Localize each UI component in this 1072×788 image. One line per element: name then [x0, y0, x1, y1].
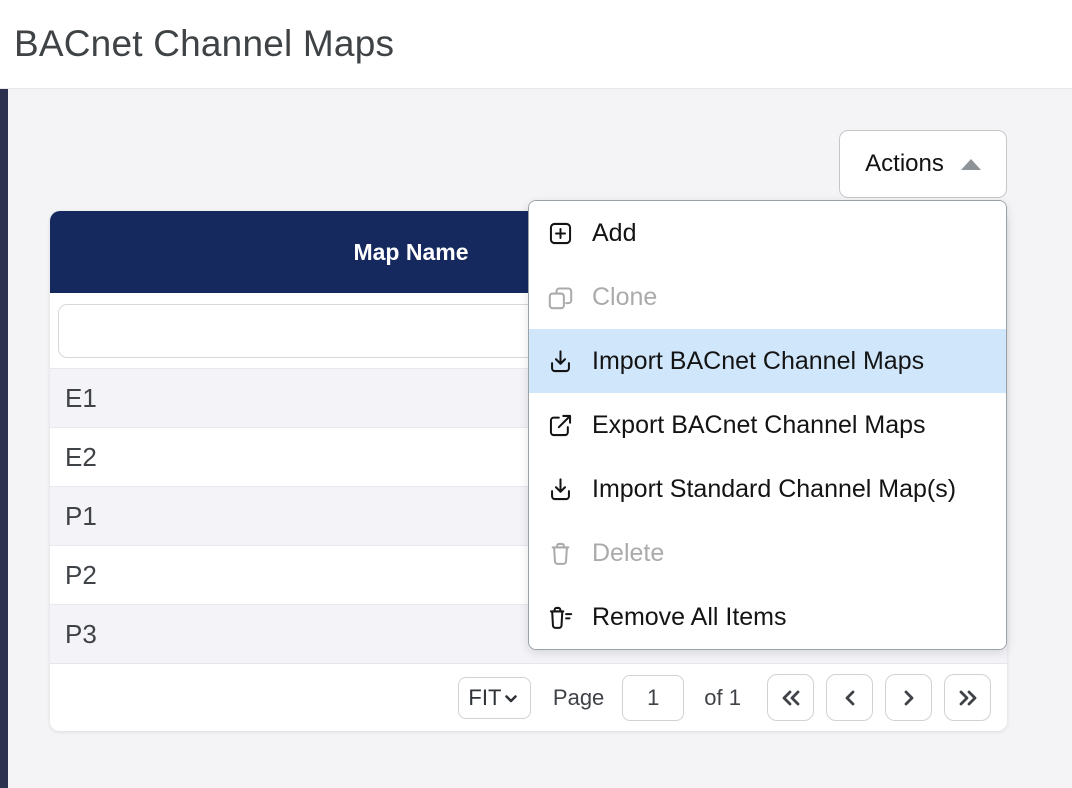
page-size-select[interactable]: FIT — [457, 676, 531, 719]
map-name-cell: E2 — [65, 441, 97, 472]
left-accent-bar — [0, 89, 8, 788]
export-icon — [549, 414, 572, 436]
menu-item-label: Clone — [592, 282, 658, 311]
page-title: BACnet Channel Maps — [14, 23, 395, 64]
trash-list-icon — [549, 606, 573, 629]
page-label: Page — [552, 684, 605, 710]
menu-item-label: Add — [592, 218, 637, 247]
trash-icon — [551, 542, 570, 565]
actions-menu: Add Clone Import BACnet Channel Maps Exp… — [528, 200, 1007, 650]
menu-item-remove-all-items[interactable]: Remove All Items — [529, 585, 1006, 649]
map-name-cell: P3 — [65, 618, 97, 649]
import-icon — [551, 477, 570, 500]
import-icon — [551, 349, 570, 372]
chevron-left-icon — [845, 690, 854, 705]
previous-page-button[interactable] — [826, 674, 873, 721]
menu-item-label: Delete — [592, 538, 665, 567]
map-name-cell: P2 — [65, 559, 97, 590]
actions-button-label: Actions — [865, 150, 944, 177]
menu-item-clone[interactable]: Clone — [529, 265, 1006, 329]
menu-item-label: Import BACnet Channel Maps — [592, 346, 925, 375]
menu-item-label: Import Standard Channel Map(s) — [592, 474, 957, 503]
next-page-button[interactable] — [885, 674, 932, 721]
chevron-down-icon — [505, 694, 518, 702]
top-bar: BACnet Channel Maps — [0, 0, 1072, 89]
page-number-input[interactable] — [622, 674, 685, 721]
copy-icon — [548, 286, 573, 309]
map-name-cell: P1 — [65, 500, 97, 531]
double-chevron-right-icon — [959, 690, 976, 705]
chevron-right-icon — [904, 690, 913, 705]
last-page-button[interactable] — [944, 674, 991, 721]
menu-item-add[interactable]: Add — [529, 201, 1006, 265]
page-size-label: FIT — [468, 684, 502, 710]
menu-item-label: Remove All Items — [592, 602, 787, 631]
add-square-icon — [549, 222, 572, 244]
content-area: Actions Map Name E1 E2 P1 P2 P3 FIT — [8, 89, 1072, 788]
menu-item-import-bacnet-channel-maps[interactable]: Import BACnet Channel Maps — [529, 329, 1006, 393]
first-page-button[interactable] — [767, 674, 814, 721]
menu-item-export-bacnet-channel-maps[interactable]: Export BACnet Channel Maps — [529, 393, 1006, 457]
page-count-label: of 1 — [704, 684, 741, 710]
menu-item-label: Export BACnet Channel Maps — [592, 410, 926, 439]
menu-item-import-standard-channel-maps[interactable]: Import Standard Channel Map(s) — [529, 457, 1006, 521]
column-header-map-name[interactable]: Map Name — [353, 238, 469, 265]
map-name-cell: E1 — [65, 382, 97, 413]
caret-up-icon — [960, 158, 981, 170]
pagination-bar: FIT Page of 1 — [50, 663, 1007, 731]
actions-button[interactable]: Actions — [839, 130, 1007, 198]
menu-item-delete[interactable]: Delete — [529, 521, 1006, 585]
double-chevron-left-icon — [782, 690, 799, 705]
